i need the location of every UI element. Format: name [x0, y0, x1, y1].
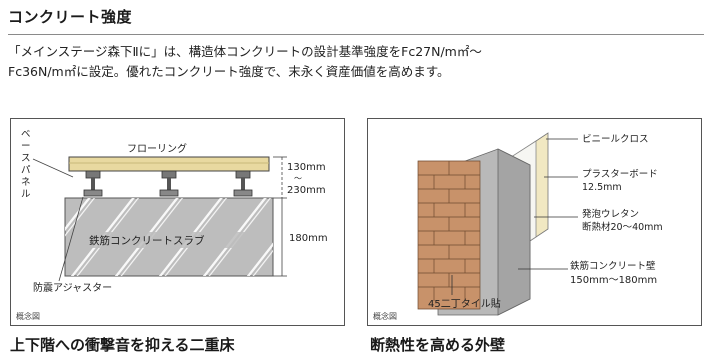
- wall-caption: 断熱性を高める外壁: [370, 336, 506, 354]
- wall-label-2: 150mm～180mm: [570, 275, 657, 286]
- floor-caption: 上下階への衝撃音を抑える二重床: [10, 336, 235, 354]
- svg-text:ネ: ネ: [21, 177, 31, 188]
- wall-label-1: 鉄筋コンクリート壁: [570, 260, 656, 272]
- svg-text:ル: ル: [21, 189, 31, 200]
- intro-line-1: 「メインステージ森下Ⅱに」は、構造体コンクリートの設計基準強度をFc27N/m㎡…: [8, 44, 482, 59]
- adjuster-2: [159, 170, 179, 197]
- title-divider: [8, 34, 704, 35]
- flooring-label: フローリング: [127, 142, 187, 155]
- intro-paragraph: 「メインステージ森下Ⅱに」は、構造体コンクリートの設計基準強度をFc27N/m㎡…: [8, 42, 708, 82]
- cloth-label: ビニールクロス: [582, 134, 649, 145]
- dimension-tilde: ～: [294, 174, 302, 183]
- svg-text:ー: ー: [21, 141, 31, 152]
- concept-note: 概念図: [373, 312, 397, 321]
- svg-text:ベ: ベ: [21, 129, 31, 140]
- svg-text:パ: パ: [21, 165, 31, 176]
- base-panel-label: ベ ー ス パ ネ ル: [21, 129, 31, 200]
- section-title: コンクリート強度: [8, 8, 133, 26]
- flooring-board: [68, 156, 270, 172]
- double-floor-diagram: フローリング 鉄筋コンクリートスラブ ベ ー ス パ ネ ル: [21, 129, 328, 294]
- adjuster-3: [233, 170, 253, 197]
- tile-face: [417, 160, 481, 310]
- dimension-230mm: 230mm: [287, 185, 326, 196]
- exterior-wall-diagram-panel: ビニールクロス プラスターボード 12.5mm 発泡ウレタン 断熱材20～40m…: [367, 118, 702, 326]
- adjuster-label: 防震アジャスター: [33, 281, 112, 294]
- exterior-wall-diagram: ビニールクロス プラスターボード 12.5mm 発泡ウレタン 断熱材20～40m…: [417, 132, 663, 316]
- urethane-label-1: 発泡ウレタン: [582, 208, 639, 220]
- dimension-180mm: 180mm: [289, 233, 328, 244]
- tile-label: 45二丁タイル貼: [428, 297, 501, 310]
- board-label-2: 12.5mm: [582, 182, 622, 193]
- svg-text:ス: ス: [21, 153, 31, 164]
- slab-label: 鉄筋コンクリートスラブ: [89, 234, 205, 247]
- board-label-1: プラスターボード: [582, 169, 658, 180]
- double-floor-diagram-panel: フローリング 鉄筋コンクリートスラブ ベ ー ス パ ネ ル: [10, 118, 345, 326]
- concept-note: 概念図: [16, 312, 40, 321]
- dimension-130mm: 130mm: [287, 162, 326, 173]
- urethane-label-2: 断熱材20～40mm: [582, 221, 663, 233]
- intro-line-2: Fc36N/m㎡に設定。優れたコンクリート強度で、末永く資産価値を高めます。: [8, 64, 450, 79]
- adjuster-1: [83, 170, 103, 197]
